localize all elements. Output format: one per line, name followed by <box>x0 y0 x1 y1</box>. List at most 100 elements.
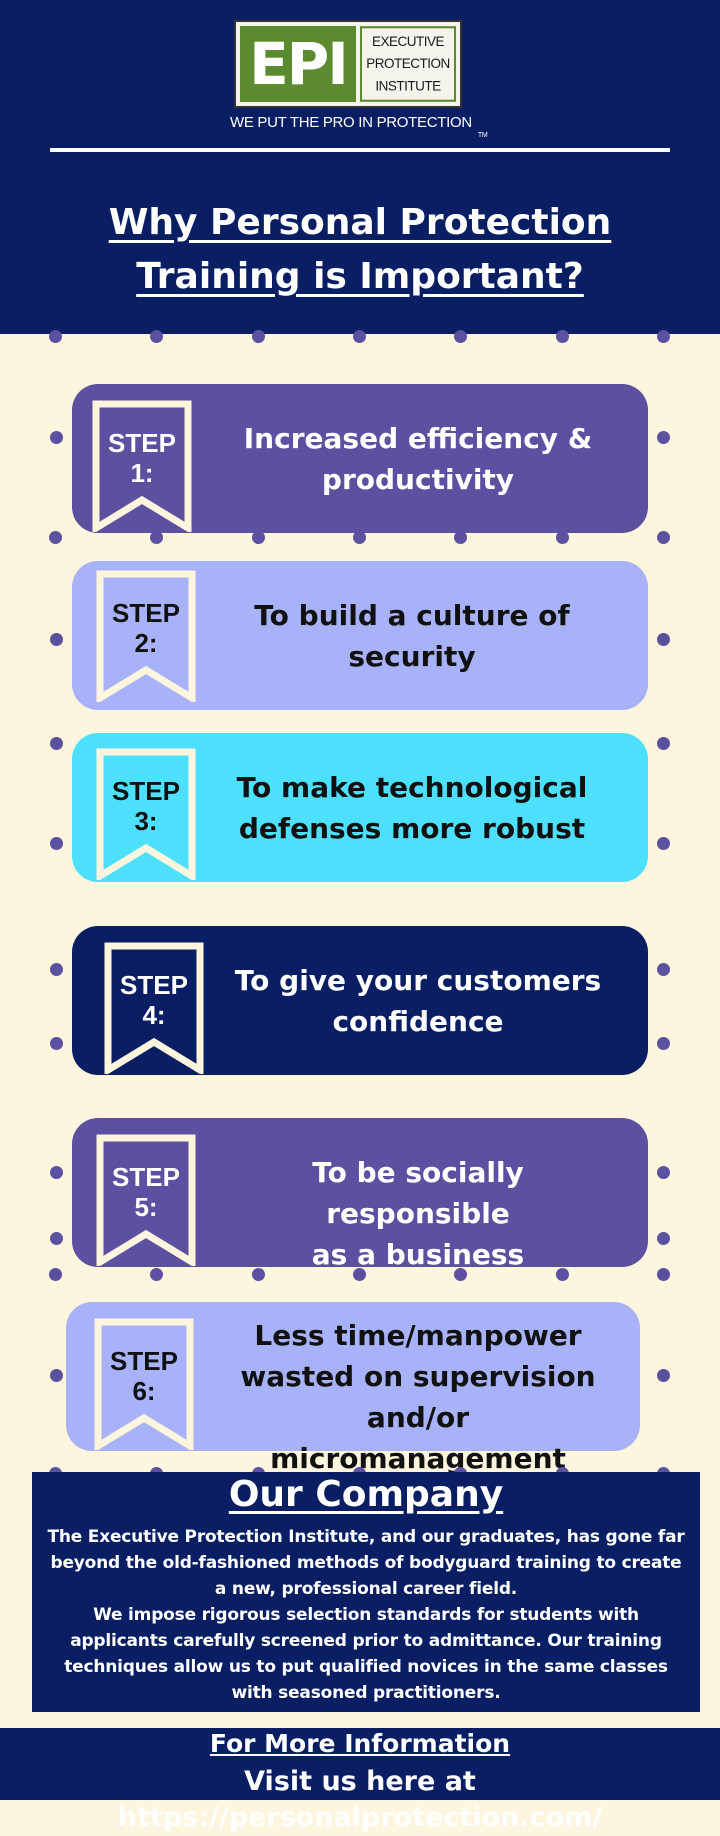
decorative-dot <box>657 1232 670 1245</box>
ribbon-shape <box>104 942 204 1074</box>
decorative-dot <box>353 1268 366 1281</box>
logo-name-line: PROTECTION <box>366 55 450 72</box>
step-description-line: productivity <box>321 462 515 496</box>
step-description-line: Increased efficiency & <box>243 421 593 455</box>
decorative-dot <box>50 837 63 850</box>
decorative-dot <box>657 837 670 850</box>
step-number: 2: <box>134 628 158 658</box>
decorative-dot <box>657 633 670 646</box>
header: EPI EXECUTIVE PROTECTION INSTITUTE WE PU… <box>0 0 720 334</box>
decorative-dot <box>657 330 670 343</box>
decorative-dot <box>657 431 670 444</box>
decorative-dot <box>50 431 63 444</box>
decorative-dot <box>556 531 569 544</box>
logo-tagline: WE PUT THE PRO IN PROTECTIONTM <box>230 114 490 139</box>
decorative-dot <box>49 531 62 544</box>
decorative-dot <box>657 737 670 750</box>
decorative-dot <box>454 1268 467 1281</box>
decorative-dot <box>454 531 467 544</box>
decorative-dot <box>50 1369 63 1382</box>
website-link[interactable]: Visit us here at https://personalprotect… <box>117 1766 603 1833</box>
step-number: 4: <box>142 1000 166 1030</box>
decorative-dot <box>50 633 63 646</box>
company-title: Our Company <box>228 1474 504 1515</box>
step-description-line: security <box>348 639 476 673</box>
step-description-line: confidence <box>332 1004 504 1038</box>
logo-name-line: EXECUTIVE <box>371 33 445 50</box>
step-description-line: To build a culture of <box>254 598 570 632</box>
step-word: STEP <box>112 1162 180 1192</box>
step-description-line: To give your customers <box>234 963 602 997</box>
step-number: 6: <box>132 1376 156 1406</box>
decorative-dot <box>50 963 63 976</box>
tagline-text: WE PUT THE PRO IN PROTECTION <box>230 114 472 131</box>
decorative-dot <box>50 1232 63 1245</box>
decorative-dot <box>49 330 62 343</box>
step-description-line: as a business <box>311 1237 525 1271</box>
decorative-dot <box>50 1037 63 1050</box>
page-title: Why Personal Protection Training is Impo… <box>40 196 680 304</box>
ribbon-shape <box>94 1318 194 1450</box>
decorative-dot <box>49 1268 62 1281</box>
company-paragraph: We impose rigorous selection standards f… <box>64 1605 668 1703</box>
page-title-line: Training is Important? <box>136 256 584 297</box>
decorative-dot <box>50 1166 63 1179</box>
decorative-dot <box>657 1166 670 1179</box>
step-description-line: wasted on supervision <box>240 1360 596 1393</box>
decorative-dot <box>50 737 63 750</box>
step-description-line: Less time/manpower <box>254 1319 582 1352</box>
logo-mark: EPI <box>240 26 356 102</box>
step-word: STEP <box>108 428 176 458</box>
step-description: To be socially responsible as a business <box>218 1152 618 1275</box>
company-paragraph: The Executive Protection Institute, and … <box>47 1527 685 1599</box>
decorative-dot <box>556 330 569 343</box>
header-divider <box>50 148 670 152</box>
footer: For More Information Visit us here at ht… <box>0 1728 720 1833</box>
step-description: To make technological defenses more robus… <box>212 767 612 849</box>
more-info-heading: For More Information <box>209 1729 511 1758</box>
decorative-dot <box>353 531 366 544</box>
step-number: 5: <box>134 1192 158 1222</box>
decorative-dot <box>657 1037 670 1050</box>
step-word: STEP <box>112 776 180 806</box>
step-word: STEP <box>120 970 188 1000</box>
step-description-line: defenses more robust <box>238 811 586 845</box>
page-title-line: Why Personal Protection <box>108 202 612 243</box>
ribbon-shape <box>92 400 192 532</box>
company-description: The Executive Protection Institute, and … <box>46 1524 686 1706</box>
decorative-dot <box>252 330 265 343</box>
our-company-section: Our Company The Executive Protection Ins… <box>32 1472 700 1712</box>
step-description: To give your customers confidence <box>218 960 618 1042</box>
ribbon-shape <box>96 570 196 702</box>
decorative-dot <box>252 1268 265 1281</box>
step-description-line: To make technological <box>236 770 588 804</box>
step-description-line: To be socially responsible <box>312 1155 524 1230</box>
decorative-dot <box>252 531 265 544</box>
step-number: 3: <box>134 806 158 836</box>
step-word: STEP <box>112 598 180 628</box>
step-number: 1: <box>130 458 154 488</box>
step-description: Increased efficiency & productivity <box>218 418 618 500</box>
decorative-dot <box>556 1268 569 1281</box>
ribbon-shape <box>96 1134 196 1266</box>
decorative-dot <box>454 330 467 343</box>
ribbon-shape <box>96 748 196 880</box>
decorative-dot <box>150 1268 163 1281</box>
step-description: To build a culture of security <box>212 595 612 677</box>
